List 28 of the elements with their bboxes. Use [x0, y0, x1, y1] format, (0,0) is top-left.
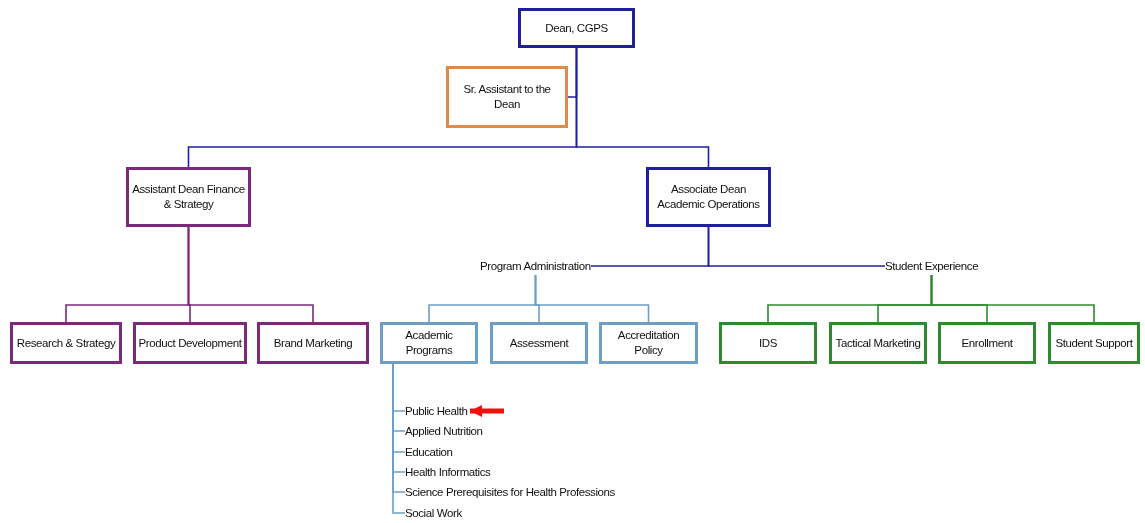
org-unit-box: Dean, CGPS [518, 8, 635, 48]
org-unit-box: IDS [719, 322, 817, 364]
org-unit-box: Research & Strategy [10, 322, 122, 364]
connector-line [187, 226, 314, 323]
unit-label: Public Health [405, 402, 468, 420]
unit-label: Social Work [405, 504, 462, 522]
unit-label: Health Informatics [405, 463, 491, 481]
connector-line [707, 226, 886, 267]
org-unit-box: Accreditation Policy [599, 322, 698, 364]
org-unit-box: Associate Dean Academic Operations [646, 167, 771, 227]
org-unit-box: Sr. Assistant to the Dean [446, 66, 568, 128]
org-unit-box: Assessment [490, 322, 588, 364]
org-unit-box: Assistant Dean Finance & Strategy [126, 167, 251, 227]
connector-line [534, 274, 650, 323]
arrow [470, 405, 504, 417]
org-unit-box: Tactical Marketing [829, 322, 927, 364]
org-unit-box: Student Support [1048, 322, 1140, 364]
unit-label: Applied Nutrition [405, 422, 483, 440]
unit-label: Education [405, 443, 453, 461]
unit-label: Program Administration [480, 257, 591, 275]
unit-label: Student Experience [885, 257, 979, 275]
unit-label: Science Prerequisites for Health Professions [405, 483, 615, 501]
org-unit-box: Enrollment [938, 322, 1036, 364]
org-unit-box: Academic Programs [380, 322, 478, 364]
org-unit-box: Brand Marketing [257, 322, 369, 364]
connector-line [575, 47, 710, 168]
org-unit-box: Product Development [133, 322, 247, 364]
connector-line [930, 274, 1095, 323]
